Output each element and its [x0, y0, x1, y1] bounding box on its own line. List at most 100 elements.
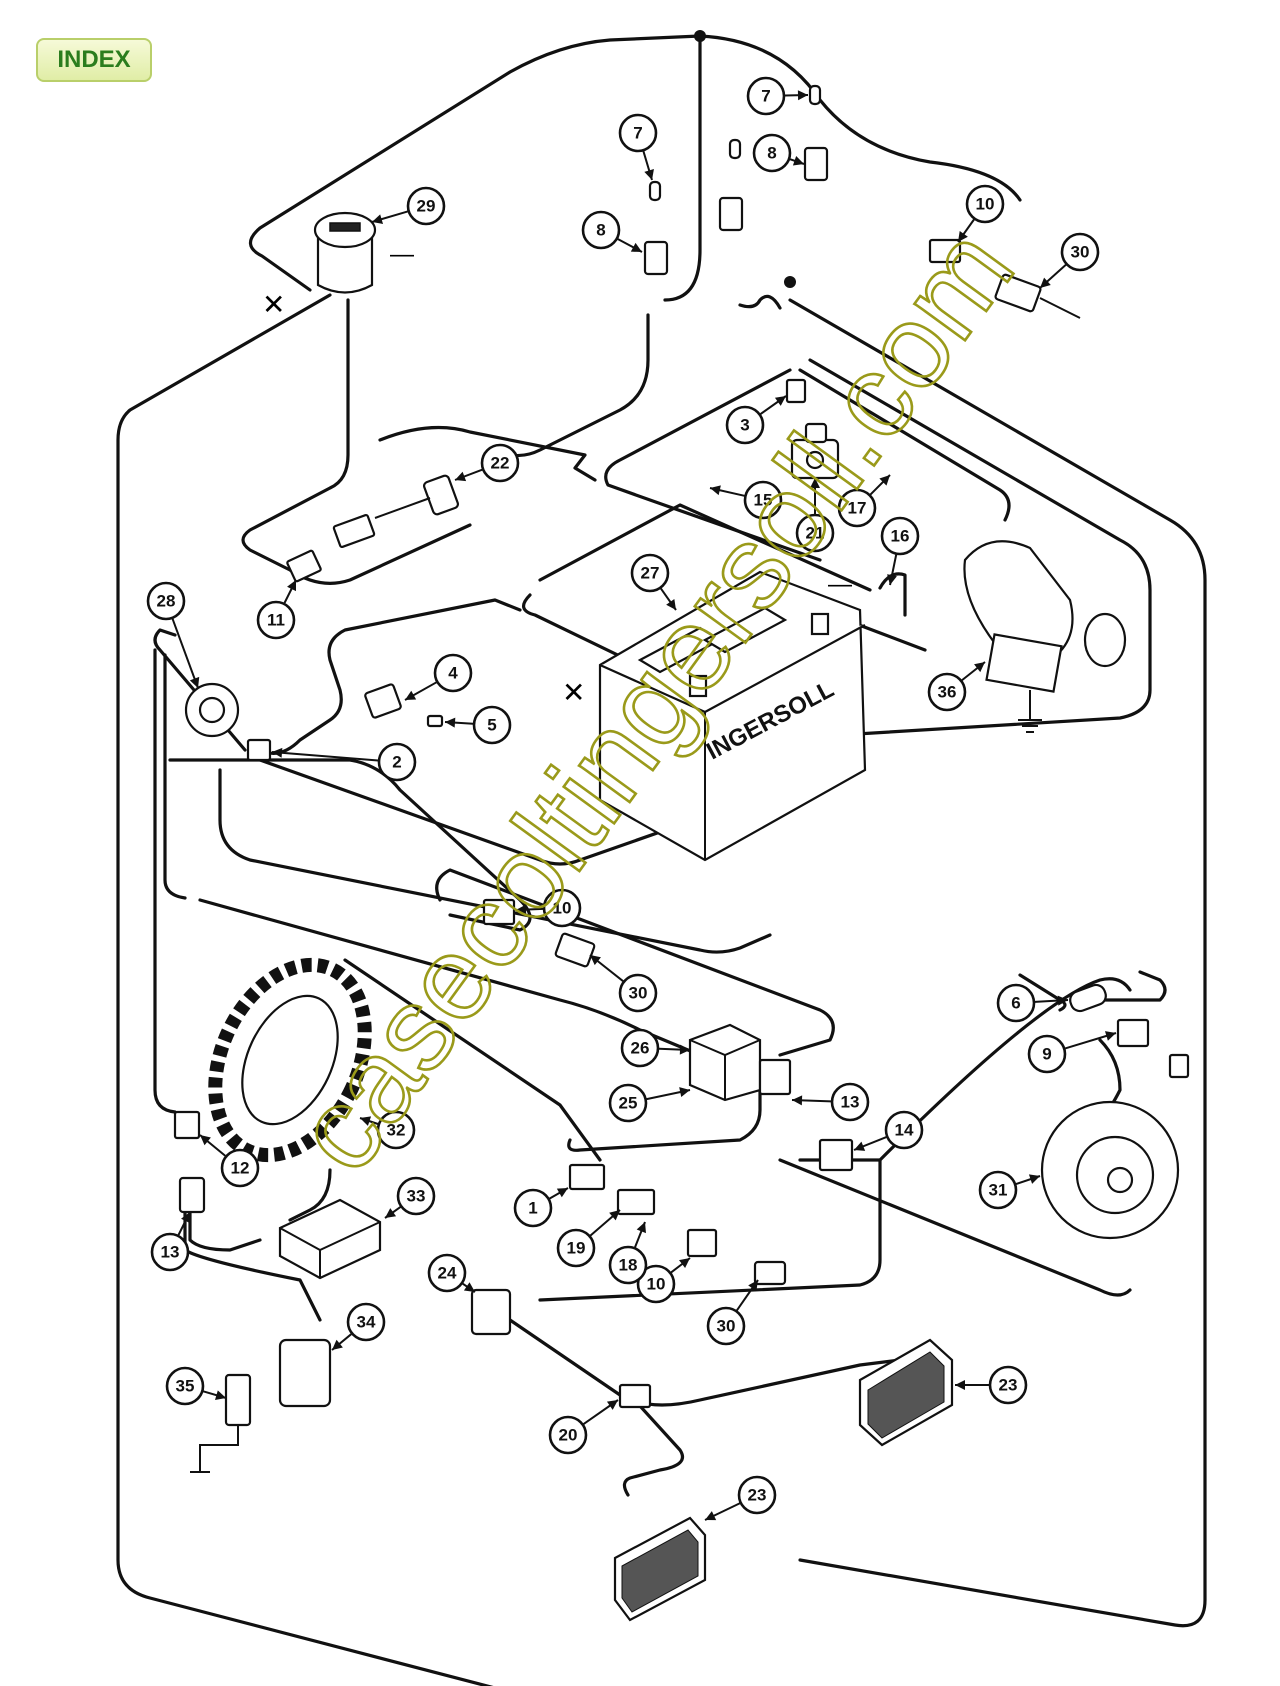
callout-label: 28: [157, 592, 176, 611]
callout-circle: [737, 1475, 777, 1515]
callout-label: 30: [717, 1317, 736, 1336]
callout-31: 31: [978, 1170, 1041, 1210]
connector-20: [618, 1383, 652, 1409]
connector-8-right: [803, 146, 829, 182]
connector-13-left: [178, 1176, 206, 1214]
callout-label: 2: [392, 753, 401, 772]
callout-arrowhead: [792, 156, 804, 166]
callout-circle: [880, 516, 920, 556]
callout-circle: [396, 1176, 436, 1216]
callout-arrowhead: [710, 485, 721, 496]
callout-circle: [146, 581, 186, 621]
callout-arrowhead: [609, 1210, 620, 1221]
callout-label: 30: [629, 984, 648, 1003]
connector-3: [785, 378, 807, 404]
callout-7: 7: [746, 76, 809, 116]
callout-circle: [837, 488, 877, 528]
callout-23: 23: [955, 1365, 1028, 1405]
callout-30: 30: [706, 1279, 759, 1346]
callout-4: 4: [404, 653, 473, 701]
callout-circle: [150, 1232, 190, 1272]
callout-circle: [427, 1253, 467, 1293]
callout-circle: [752, 133, 792, 173]
callout-arrowhead: [360, 1116, 372, 1126]
callout-layer: 1234567788910101011121313141516171819202…: [146, 76, 1117, 1521]
callout-label: 8: [767, 144, 776, 163]
callout-arrowhead: [200, 1135, 211, 1146]
callout-3: 3: [725, 395, 787, 445]
index-button[interactable]: INDEX: [36, 38, 152, 82]
negative-mark-meter: —: [390, 241, 414, 268]
callout-label: 14: [895, 1121, 914, 1140]
callout-label: 11: [267, 611, 285, 630]
ignition-key-switch: [790, 422, 840, 480]
callout-circle: [988, 1365, 1028, 1405]
callout-arrowhead: [810, 478, 820, 488]
callout-circle: [165, 1366, 205, 1406]
callout-circle: [884, 1110, 924, 1150]
callout-6: 6: [996, 983, 1069, 1023]
callout-arrowhead: [636, 1222, 646, 1234]
connector-10-mid: [482, 898, 516, 926]
callout-label: 6: [1011, 994, 1020, 1013]
callout-arrowhead: [590, 955, 601, 966]
callout-circle: [608, 1245, 648, 1285]
callout-26: 26: [620, 1028, 691, 1068]
callout-arrowhead: [887, 574, 897, 585]
callout-33: 33: [384, 1176, 436, 1219]
callout-label: 22: [491, 454, 510, 473]
callout-8: 8: [752, 133, 805, 173]
callout-arrowhead: [705, 1511, 717, 1521]
callout-label: 9: [1042, 1045, 1051, 1064]
callout-5: 5: [444, 705, 512, 745]
callout-14: 14: [853, 1110, 924, 1151]
callout-17: 17: [837, 474, 891, 528]
callout-circle: [618, 973, 658, 1013]
callout-arrowhead: [455, 471, 467, 482]
callout-circle: [795, 513, 835, 553]
callout-label: 34: [357, 1313, 376, 1332]
connector-13-upper: [758, 1058, 792, 1096]
bulb-7-mid: [728, 138, 742, 160]
callout-arrowhead: [879, 475, 890, 486]
negative-mark-battery: —: [828, 571, 852, 598]
callout-arrowhead: [272, 747, 283, 758]
callout-label: 17: [848, 499, 867, 518]
callout-label: 15: [754, 491, 773, 510]
callout-label: 12: [231, 1159, 250, 1178]
callout-7: 7: [618, 113, 658, 181]
callout-8: 8: [581, 210, 643, 253]
connector-9: [1116, 1018, 1150, 1048]
connector-12: [173, 1110, 201, 1140]
callout-circle: [996, 983, 1036, 1023]
callout-arrowhead: [1028, 1174, 1040, 1184]
junction-dot-mid: [784, 276, 796, 288]
callout-19: 19: [556, 1209, 621, 1268]
callout-arrowhead: [958, 230, 968, 242]
callout-24: 24: [427, 1253, 476, 1293]
callout-circle: [830, 1082, 870, 1122]
callout-circle: [608, 1083, 648, 1123]
callout-arrowhead: [516, 904, 527, 915]
voltage-regulator: [278, 1198, 382, 1280]
callout-label: 29: [417, 197, 436, 216]
callout-circle: [706, 1306, 746, 1346]
spark-plug: [190, 1373, 252, 1473]
callout-circle: [743, 480, 783, 520]
callout-label: 10: [976, 195, 995, 214]
callout-arrowhead: [214, 1390, 226, 1400]
callout-10: 10: [636, 1257, 691, 1304]
callout-label: 13: [841, 1093, 860, 1112]
callout-label: 36: [938, 683, 957, 702]
callout-label: 10: [553, 899, 572, 918]
connector-4: [364, 683, 402, 719]
callout-label: 23: [748, 1486, 767, 1505]
callout-34: 34: [331, 1302, 386, 1351]
callout-label: 33: [407, 1187, 426, 1206]
callout-label: 18: [619, 1256, 638, 1275]
callout-20: 20: [548, 1399, 619, 1455]
callout-label: 4: [448, 664, 458, 683]
callout-arrowhead: [445, 717, 456, 728]
callout-arrowhead: [606, 1400, 618, 1410]
callout-label: 25: [619, 1094, 638, 1113]
